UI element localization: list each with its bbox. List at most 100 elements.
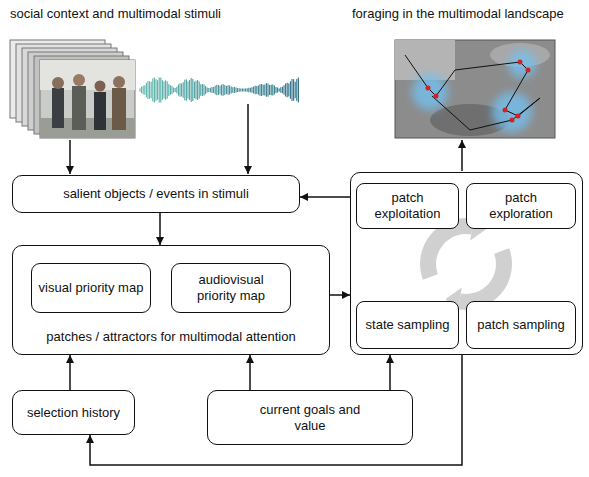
box-text: current goals and value	[244, 399, 376, 436]
illustration-part	[263, 85, 264, 96]
process-box: patch exploitation	[356, 183, 459, 229]
illustration-part	[518, 60, 523, 65]
illustration-part	[155, 79, 156, 101]
illustration-part	[215, 86, 216, 95]
illustration-part	[242, 88, 243, 91]
illustration-part	[295, 82, 296, 98]
illustration-part	[226, 86, 227, 94]
illustration-part	[218, 85, 219, 95]
illustration-part	[160, 77, 161, 102]
box-text: visual priority map	[33, 277, 150, 299]
illustration-part	[40, 60, 135, 138]
process-box: patch sampling	[466, 301, 576, 349]
illustration-part	[251, 87, 252, 92]
process-box: state sampling	[356, 301, 459, 349]
illustration-arrows	[70, 104, 462, 174]
audio-waveform	[140, 77, 298, 102]
illustration-part	[395, 40, 555, 138]
illustration-part	[168, 84, 169, 96]
illustration-part	[189, 80, 190, 100]
box-text: patch sampling	[471, 314, 570, 336]
box-text: audiovisual priority map	[172, 269, 290, 306]
process-box: salient objects / events in stimuli	[12, 175, 300, 213]
illustration-part	[227, 85, 228, 94]
illustration-part	[171, 86, 172, 94]
illustration-part	[269, 85, 270, 95]
illustration-part	[287, 83, 288, 98]
illustration-part	[434, 94, 439, 99]
illustration-part	[157, 80, 158, 100]
illustration-part	[139, 88, 140, 92]
illustration-part	[52, 77, 64, 89]
illustration-part	[239, 88, 240, 91]
connector-arrow	[249, 355, 251, 390]
illustration-part	[205, 86, 206, 94]
illustration-part	[243, 88, 244, 91]
illustration-part	[178, 85, 179, 96]
illustration-part	[298, 78, 299, 103]
box-text: patch exploitation	[357, 187, 458, 224]
group-box: patch exploitationpatch exploration state…	[350, 172, 583, 355]
illustration-part	[163, 81, 164, 98]
illustration-part	[526, 68, 531, 73]
illustration-part	[167, 81, 168, 98]
illustration-part	[459, 251, 504, 302]
illustration-part	[40, 60, 135, 90]
box-text: salient objects / events in stimuli	[57, 183, 255, 205]
connector-arrow	[300, 196, 350, 198]
illustration-part	[165, 80, 166, 100]
illustration-part	[173, 88, 174, 93]
box-text: patch exploration	[467, 187, 575, 224]
illustration-part	[219, 86, 220, 94]
illustration-part	[224, 85, 225, 95]
illustration-part	[207, 87, 208, 92]
process-box: selection history	[12, 390, 135, 435]
illustration-part	[72, 86, 86, 130]
illustration-part	[52, 88, 64, 128]
illustration-part	[248, 88, 249, 92]
illustration-part	[240, 88, 241, 91]
illustration-part	[232, 87, 233, 93]
illustration-part	[154, 77, 155, 102]
illustration-part	[152, 79, 153, 102]
illustration-part	[285, 83, 286, 96]
illustration-part	[503, 108, 508, 113]
connector-arrow	[90, 355, 462, 465]
illustration-part	[280, 87, 281, 92]
illustration-part	[237, 88, 238, 92]
foraging-landscape	[395, 40, 555, 138]
illustration-part	[175, 88, 176, 92]
illustration-part	[143, 86, 144, 95]
illustration-part	[255, 86, 256, 94]
illustration-part	[191, 78, 192, 102]
illustration-part	[208, 88, 209, 92]
illustration-part	[235, 87, 236, 92]
illustration-part	[162, 80, 163, 100]
illustration-part	[412, 74, 448, 110]
illustration-part	[290, 81, 291, 99]
illustration-part	[247, 88, 248, 92]
group-box: patches / attractors for multimodal atte…	[12, 245, 330, 355]
illustration-part	[73, 74, 85, 86]
illustration-part	[147, 81, 148, 99]
illustration-part	[112, 88, 126, 130]
connector-arrow	[159, 213, 161, 245]
illustration-part	[461, 140, 463, 171]
illustration-part	[267, 83, 268, 96]
illustration-part	[159, 77, 160, 102]
illustration-part	[149, 81, 150, 98]
illustration-part	[179, 83, 180, 96]
illustration-part	[274, 85, 275, 94]
illustration-part	[192, 79, 193, 101]
illustration-part	[94, 92, 106, 130]
illustration-part	[296, 79, 297, 101]
box-text: selection history	[21, 402, 126, 424]
section-label: foraging in the multimodal landscape	[352, 6, 564, 22]
connector-arrow	[330, 294, 350, 296]
section-label: social context and multimodal stimuli	[10, 6, 221, 22]
illustration-part	[261, 84, 262, 96]
illustration-part	[200, 84, 201, 95]
illustration-part	[170, 85, 171, 95]
illustration-part	[259, 84, 260, 95]
